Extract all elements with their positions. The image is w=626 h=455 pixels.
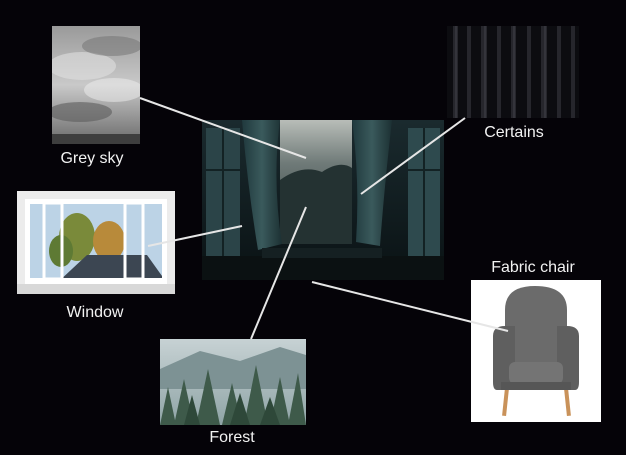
connector-fabric-chair	[311, 281, 509, 332]
connector-grey-sky	[139, 97, 307, 159]
curtains-photo	[447, 26, 579, 118]
connector-forest	[250, 206, 307, 340]
fabric-chair-photo	[471, 280, 601, 422]
window-label: Window	[66, 304, 124, 321]
forest-label: Forest	[209, 429, 255, 446]
connector-curtains	[360, 117, 466, 195]
forest-photo	[160, 339, 306, 425]
curtains-label: Certains	[484, 124, 544, 141]
window-photo	[17, 191, 175, 294]
grey-sky-photo	[52, 26, 140, 144]
connector-window	[147, 225, 243, 247]
central-room-photo	[202, 120, 444, 280]
grey-sky-label: Grey sky	[60, 150, 124, 167]
fabric-chair-label: Fabric chair	[491, 259, 575, 276]
